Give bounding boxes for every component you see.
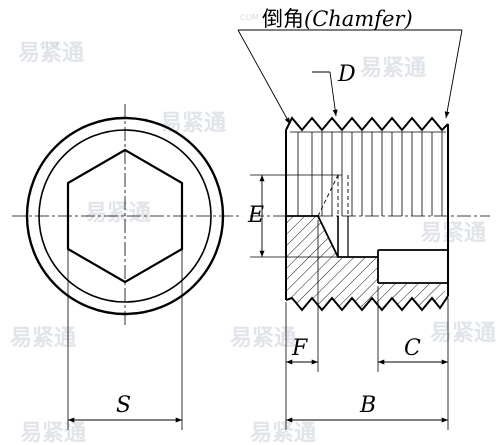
d-callout bbox=[312, 71, 338, 117]
side-view bbox=[250, 116, 490, 312]
chamfer-label-en: (Chamfer) bbox=[304, 7, 413, 31]
chamfer-leader-right bbox=[444, 29, 463, 119]
chamfer-callout bbox=[237, 29, 463, 125]
section-hatch bbox=[286, 216, 448, 310]
watermark-logo: 易紧通 bbox=[360, 56, 426, 81]
chamfer-label-cn: 倒角 bbox=[262, 7, 304, 31]
watermark-small: COM bbox=[40, 41, 59, 50]
watermark-logo: 易紧通 bbox=[18, 41, 84, 66]
label-s: S bbox=[116, 393, 131, 418]
watermark-logo: 易紧通 bbox=[250, 421, 316, 445]
c-dimension bbox=[377, 286, 448, 372]
label-d: D bbox=[337, 62, 356, 87]
chamfer-label: 倒角(Chamfer) bbox=[262, 7, 413, 31]
label-f: F bbox=[291, 336, 308, 361]
watermark-logo: 易紧通 bbox=[230, 326, 296, 351]
thread-lines bbox=[290, 131, 446, 216]
end-view bbox=[12, 104, 240, 430]
bottom-thread-profile bbox=[285, 295, 449, 312]
b-dimension bbox=[285, 298, 449, 430]
watermark-logo: 易紧通 bbox=[10, 326, 76, 351]
hidden-lines bbox=[317, 174, 349, 217]
label-c: C bbox=[404, 336, 421, 361]
watermark-layer: 易紧通 COM 易紧通 易紧通 易紧通 COM 易紧通 易紧通 易紧通 易紧通 … bbox=[10, 13, 496, 445]
d-leader bbox=[329, 71, 338, 117]
watermark-small: COM bbox=[240, 13, 259, 22]
watermark-logo: 易紧通 bbox=[430, 321, 496, 346]
watermark-logo: 易紧通 bbox=[160, 111, 226, 136]
f-dimension bbox=[286, 220, 319, 372]
top-thread-profile bbox=[285, 116, 449, 132]
e-dimension bbox=[250, 174, 342, 258]
chamfer-leader-left bbox=[237, 29, 291, 125]
watermark-logo: 易紧通 bbox=[420, 221, 486, 246]
watermark-logo: 易紧通 bbox=[85, 201, 151, 226]
watermark-logo: 易紧通 bbox=[20, 421, 86, 445]
label-e: E bbox=[247, 203, 264, 228]
label-b: B bbox=[359, 393, 376, 418]
